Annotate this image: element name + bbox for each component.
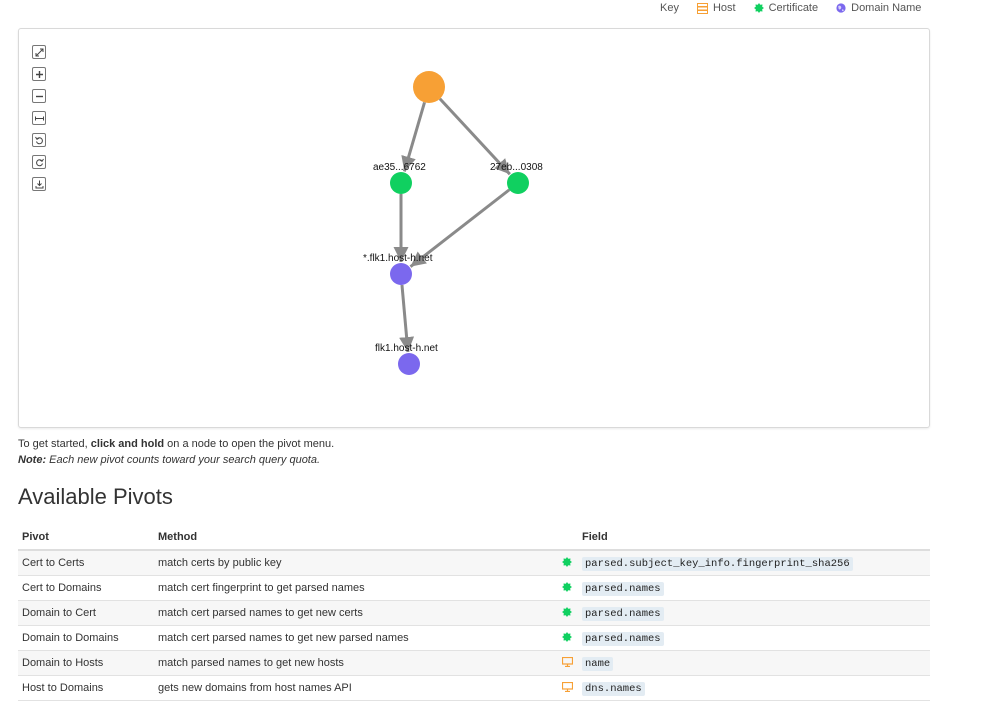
graph-edge-cert2-dom1 [409, 188, 511, 268]
pivot-graph[interactable]: ae35...6762 27eb...0308 *.flk1.host-h.net f… [19, 29, 929, 427]
certificate-icon [562, 556, 572, 567]
pivot-field: dns.names [578, 675, 930, 701]
pivot-type-icon [556, 575, 578, 601]
graph-node-certificate[interactable] [507, 172, 529, 194]
intro-suffix: on a node to open the pivot menu. [164, 438, 335, 450]
graph-node-domain[interactable] [398, 353, 420, 375]
graph-edge-host-cert1 [401, 101, 426, 172]
pivot-method: match certs by public key [154, 550, 556, 576]
pivot-type-icon [556, 600, 578, 626]
header-pivot: Pivot [18, 524, 154, 551]
intro-prefix: To get started, [18, 438, 91, 450]
zoom-out-button[interactable] [32, 89, 46, 103]
pivot-type-icon [556, 625, 578, 651]
pivot-field: parsed.names [578, 625, 930, 651]
pivot-field: parsed.names [578, 600, 930, 626]
graph-key: Key Host Certificate Domain Name [660, 0, 921, 16]
fit-view-button[interactable] [32, 45, 46, 59]
globe-icon [836, 3, 846, 13]
zoom-in-icon [35, 70, 43, 78]
quota-note: Note: Each new pivot counts toward your … [18, 452, 334, 468]
rotate-right-button[interactable] [32, 155, 46, 169]
key-item-certificate: Certificate [753, 2, 819, 14]
key-label-domain-name: Domain Name [851, 2, 922, 14]
pivot-method: match cert parsed names to get new certs [154, 600, 556, 626]
key-item-domain-name: Domain Name [836, 2, 921, 14]
field-code: parsed.names [582, 581, 664, 596]
field-code: parsed.names [582, 606, 664, 621]
certificate-icon [562, 631, 572, 642]
host-icon [561, 656, 573, 667]
pivot-name: Cert to Domains [18, 575, 154, 601]
intro-text: To get started, click and hold on a node… [18, 436, 334, 468]
header-icon [556, 524, 578, 551]
note-label: Note: [18, 454, 47, 466]
certificate-icon [562, 581, 572, 592]
intro-bold: click and hold [90, 438, 165, 450]
zoom-out-icon [35, 95, 43, 97]
header-method: Method [154, 524, 556, 551]
pivot-graph-panel[interactable]: ae35...6762 27eb...0308 *.flk1.host-h.net f… [18, 28, 930, 428]
pivot-type-icon [556, 650, 578, 676]
download-icon [35, 180, 43, 188]
field-code: parsed.subject_key_info.fingerprint_sha2… [582, 556, 853, 571]
pivot-name: Domain to Domains [18, 625, 154, 651]
pivot-type-icon [556, 675, 578, 701]
pivot-field: parsed.names [578, 575, 930, 601]
certificate-icon [562, 606, 572, 617]
key-item-host: Host [696, 2, 736, 14]
graph-node-certificate[interactable] [390, 172, 412, 194]
expand-horizontal-icon [34, 116, 44, 120]
expand-horizontal-button[interactable] [32, 111, 46, 125]
rotate-right-icon [35, 158, 44, 166]
field-code: dns.names [582, 681, 645, 696]
pivot-method: match cert parsed names to get new parse… [154, 625, 556, 651]
available-pivots-title: Available Pivots [18, 484, 173, 509]
graph-node-label: 27eb...0308 [490, 162, 543, 173]
rotate-left-icon [34, 136, 43, 144]
note-text: Each new pivot counts toward your search… [46, 454, 321, 466]
graph-node-host[interactable] [413, 71, 445, 103]
graph-edge-host-cert2 [438, 97, 511, 176]
pivot-field: parsed.subject_key_info.fingerprint_sha2… [578, 550, 930, 576]
field-code: name [582, 656, 614, 671]
key-label-certificate: Certificate [768, 2, 819, 14]
pivot-type-icon [556, 550, 578, 576]
intro-line: To get started, click and hold on a node… [18, 436, 334, 452]
field-code: parsed.names [582, 631, 664, 646]
pivot-name: Domain to Cert [18, 600, 154, 626]
download-button[interactable] [32, 177, 46, 191]
host-icon [561, 681, 573, 692]
pivot-method: match cert fingerprint to get parsed nam… [154, 575, 556, 601]
graph-node-label: *.flk1.host-h.net [363, 253, 433, 264]
pivot-method: match parsed names to get new hosts [154, 650, 556, 676]
certificate-icon [753, 3, 764, 13]
pivot-field: name [578, 650, 930, 676]
pivot-name: Cert to Certs [18, 550, 154, 576]
pivots-table-header: Pivot Method Field [18, 524, 930, 551]
pivot-name: Domain to Hosts [18, 650, 154, 676]
graph-edge-dom1-dom2 [399, 284, 415, 353]
fit-icon [35, 48, 43, 56]
host-icon [696, 2, 708, 14]
header-field: Field [578, 524, 930, 551]
graph-node-label: flk1.host-h.net [375, 343, 438, 354]
key-label-host: Host [712, 2, 736, 14]
graph-controls [32, 45, 46, 199]
graph-node-label: ae35...6762 [373, 162, 426, 173]
pivot-name: Host to Domains [18, 675, 154, 701]
pivot-method: gets new domains from host names API [154, 675, 556, 701]
zoom-in-button[interactable] [32, 67, 46, 81]
key-title: Key [660, 2, 679, 14]
rotate-left-button[interactable] [32, 133, 46, 147]
graph-node-domain[interactable] [390, 263, 412, 285]
